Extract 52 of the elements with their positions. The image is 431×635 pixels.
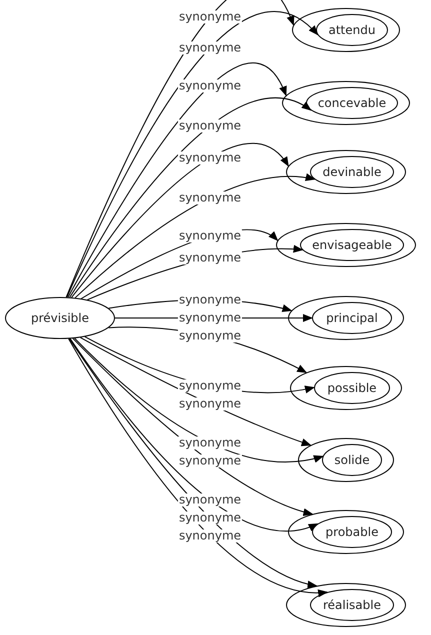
- ellipse-node: [288, 296, 404, 340]
- node-label: envisageable: [312, 238, 392, 252]
- ellipse-node: [288, 510, 404, 554]
- ellipse-node: [322, 444, 382, 476]
- edge-label: synonyme: [178, 398, 242, 410]
- ellipse-node: [310, 156, 394, 188]
- node-label: possible: [327, 381, 377, 395]
- edge-label: synonyme: [178, 192, 242, 204]
- edge-label: synonyme: [178, 454, 242, 468]
- ellipse-node: [306, 87, 398, 119]
- edge-label: synonyme: [178, 494, 242, 506]
- edge-label: synonyme: [178, 530, 242, 542]
- edge-label: synonyme: [178, 330, 242, 342]
- node-label: concevable: [318, 96, 386, 110]
- ellipse-node: [300, 229, 404, 261]
- arrow: [74, 174, 316, 298]
- ellipse-node: [276, 223, 416, 267]
- node-label: réalisable: [322, 598, 381, 612]
- node-label: prévisible: [30, 311, 90, 325]
- edge-label: synonyme: [178, 152, 242, 164]
- ellipse-node: [286, 150, 406, 194]
- ellipse-node: [5, 297, 115, 339]
- ellipse-node: [314, 372, 390, 404]
- edge-label: synonyme: [178, 252, 242, 264]
- edge-label: synonyme: [178, 42, 242, 54]
- ellipse-node: [316, 14, 388, 46]
- edge-label: synonyme: [178, 80, 242, 92]
- node-label: devinable: [322, 165, 382, 179]
- node-label: probable: [326, 525, 378, 539]
- arrow: [69, 98, 312, 298]
- ellipse-node: [312, 516, 392, 548]
- ellipse-node: [312, 302, 392, 334]
- node-label: principal: [326, 311, 378, 325]
- edge-label: synonyme: [178, 436, 242, 450]
- edge-label: synonyme: [178, 10, 242, 24]
- ellipse-node: [298, 438, 394, 482]
- edge-label: synonyme: [178, 294, 242, 306]
- edge-label: synonyme: [178, 512, 242, 524]
- ellipse-node: [286, 583, 406, 627]
- edge-label: synonyme: [178, 120, 242, 132]
- ellipse-node: [292, 8, 400, 52]
- edge-label: synonyme: [178, 230, 242, 242]
- edge-label: synonyme: [178, 312, 242, 324]
- ellipse-node: [282, 81, 410, 125]
- ellipse-node: [290, 366, 402, 410]
- arrow: [71, 143, 289, 298]
- node-label: attendu: [328, 23, 376, 37]
- edge-label: synonyme: [178, 380, 242, 392]
- arrow: [68, 62, 286, 298]
- node-label: solide: [334, 453, 370, 467]
- arrow: [74, 338, 324, 463]
- ellipse-node: [310, 589, 394, 621]
